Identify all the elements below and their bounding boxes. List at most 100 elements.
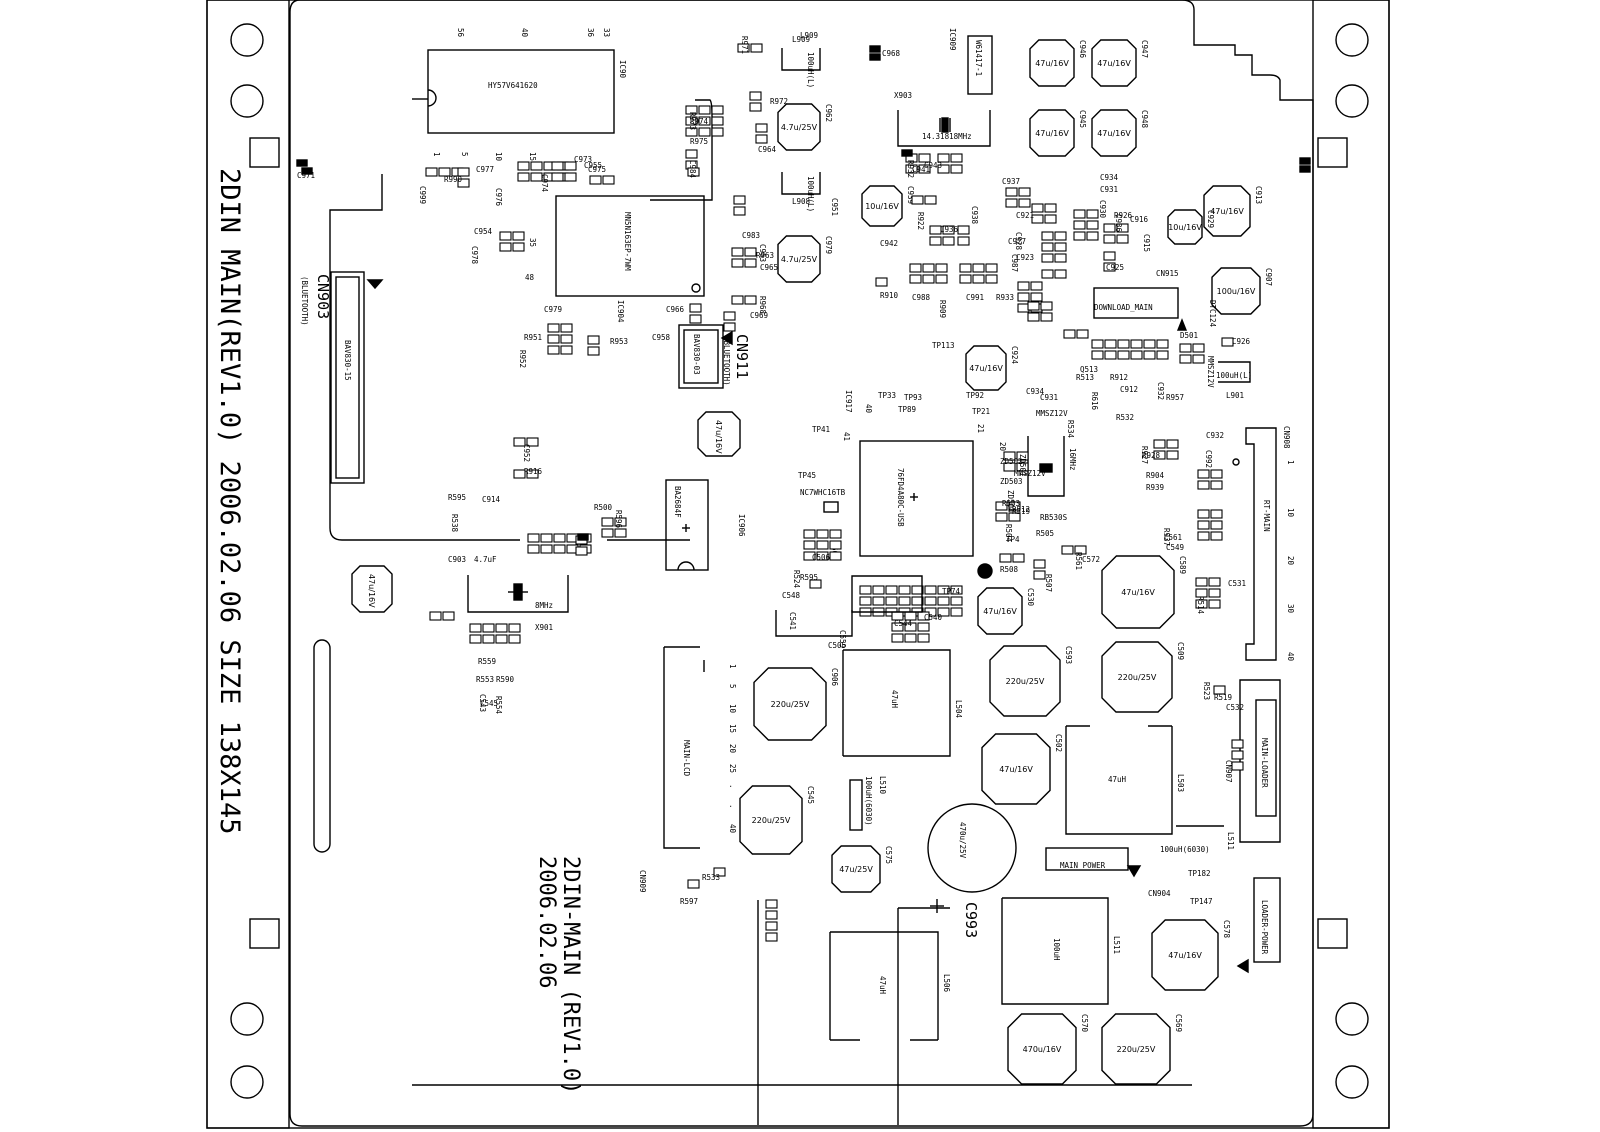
- svg-text:R922: R922: [916, 212, 925, 230]
- svg-text:C593: C593: [1064, 646, 1073, 664]
- svg-text:47uH: 47uH: [890, 690, 899, 709]
- svg-text:CN903: CN903: [314, 274, 332, 319]
- svg-text:R533: R533: [702, 873, 720, 882]
- svg-text:C545: C545: [480, 699, 498, 708]
- svg-text:R972: R972: [770, 97, 788, 106]
- mount-hole: [1335, 84, 1369, 118]
- svg-text:BAV830-15: BAV830-15: [343, 340, 352, 381]
- mount-pad: [1317, 918, 1348, 949]
- svg-text:TP4: TP4: [1006, 535, 1020, 544]
- svg-text:33: 33: [602, 28, 611, 37]
- svg-text:47u/16V: 47u/16V: [1210, 207, 1244, 216]
- svg-text:10: 10: [1286, 508, 1295, 518]
- svg-text:TP21: TP21: [972, 407, 990, 416]
- svg-text:14.31818MHz: 14.31818MHz: [922, 132, 972, 141]
- svg-text:R975: R975: [690, 137, 708, 146]
- svg-text:R503: R503: [1002, 499, 1020, 508]
- svg-text:100uH(L): 100uH(L): [1216, 371, 1252, 380]
- svg-text:L506: L506: [942, 974, 951, 993]
- svg-text:21: 21: [976, 424, 985, 433]
- svg-text:C966: C966: [666, 305, 685, 314]
- svg-text:25: 25: [728, 764, 737, 773]
- svg-text:R597: R597: [680, 897, 698, 906]
- svg-text:C943: C943: [924, 161, 942, 170]
- svg-text:40: 40: [728, 824, 737, 834]
- svg-text:C954: C954: [474, 227, 493, 236]
- connector-cn906: LOADER-POWER: [1236, 877, 1281, 974]
- svg-text:C987: C987: [1010, 254, 1019, 272]
- ic-main: MN5N163EP-7WM IC904 48 35: [525, 195, 705, 323]
- svg-text:R519: R519: [1214, 693, 1232, 702]
- board-outline: [206, 0, 1390, 1129]
- svg-text:(BLUETOOTH): (BLUETOOTH): [300, 276, 309, 326]
- svg-text:40: 40: [864, 404, 873, 414]
- left-rail: [206, 0, 290, 1129]
- svg-text:C991: C991: [966, 293, 984, 302]
- svg-text:DTC124: DTC124: [1208, 300, 1217, 328]
- svg-text:4.7u/25V: 4.7u/25V: [781, 255, 818, 264]
- svg-text:NC7WHC16TB: NC7WHC16TB: [800, 488, 846, 497]
- svg-text:C572: C572: [1082, 555, 1100, 564]
- svg-text:C530: C530: [1026, 588, 1035, 607]
- svg-text:TP182: TP182: [1188, 869, 1211, 878]
- svg-text:TP33: TP33: [878, 391, 896, 400]
- svg-text:C906: C906: [830, 668, 839, 687]
- svg-text:R974: R974: [690, 117, 709, 126]
- svg-text:R904: R904: [1146, 471, 1165, 480]
- svg-text:C973: C973: [574, 155, 592, 164]
- svg-text:MAIN_POWER: MAIN_POWER: [1060, 861, 1106, 870]
- svg-text:100uH(L): 100uH(L): [806, 176, 815, 212]
- silk-title-line1: 2DIN-MAIN (REV1.0): [558, 856, 583, 1094]
- svg-text:C570: C570: [1080, 1014, 1089, 1033]
- svg-text:R596: R596: [614, 510, 623, 529]
- inductor-l503: 47uH L503: [1065, 725, 1185, 835]
- svg-text:R504: R504: [1004, 524, 1013, 543]
- svg-text:C936: C936: [940, 225, 959, 234]
- svg-text:4.7u/25V: 4.7u/25V: [781, 123, 818, 132]
- svg-text:220u/25V: 220u/25V: [771, 700, 810, 709]
- svg-text:CN915: CN915: [1156, 269, 1179, 278]
- svg-text:W61417-1: W61417-1: [974, 40, 983, 76]
- svg-text:ZD504: ZD504: [1006, 490, 1015, 513]
- svg-text:R554: R554: [494, 696, 503, 715]
- svg-text:X903: X903: [894, 91, 912, 100]
- svg-text:C509: C509: [1176, 642, 1185, 660]
- svg-text:C561: C561: [1164, 533, 1182, 542]
- svg-text:R514: R514: [1196, 596, 1205, 615]
- svg-text:TP89: TP89: [898, 405, 916, 414]
- inner-board-outline: [289, 0, 1314, 1127]
- svg-text:10u/16V: 10u/16V: [1168, 223, 1202, 232]
- svg-text:Q513: Q513: [1080, 365, 1098, 374]
- svg-text:C977: C977: [476, 165, 494, 174]
- vertical-board-title: 2DIN MAIN(REV1.0) 2006.02.06 SIZE 138X14…: [214, 168, 245, 834]
- svg-text:ZD501: ZD501: [1018, 454, 1027, 477]
- svg-text:R932: R932: [906, 160, 915, 178]
- svg-text:IC917: IC917: [844, 390, 853, 413]
- svg-text:C502: C502: [1054, 734, 1063, 752]
- inductor-l908: L908 100uH(L): [781, 172, 821, 212]
- svg-text:60: 60: [830, 546, 839, 556]
- svg-text:C549: C549: [1166, 543, 1184, 552]
- svg-text:IC904: IC904: [616, 300, 625, 323]
- capacitor-group: 47u/16VC94647u/16VC94747u/16VC94547u/16V…: [351, 39, 1273, 1085]
- svg-text:R590: R590: [496, 675, 515, 684]
- svg-text:R939: R939: [1146, 483, 1164, 492]
- svg-text:220u/25V: 220u/25V: [1117, 1045, 1156, 1054]
- svg-text:C951: C951: [830, 198, 839, 216]
- svg-text:LOADER-POWER: LOADER-POWER: [1260, 900, 1269, 955]
- svg-text:CN911: CN911: [733, 334, 751, 379]
- svg-text:L909: L909: [792, 35, 810, 44]
- svg-text:40: 40: [1286, 652, 1295, 662]
- svg-text:R534: R534: [1066, 420, 1075, 439]
- svg-text:15: 15: [528, 152, 537, 161]
- svg-text:R513: R513: [1076, 373, 1094, 382]
- svg-text:MAIN-LCD: MAIN-LCD: [682, 740, 691, 777]
- svg-text:C999: C999: [418, 186, 427, 204]
- svg-text:20: 20: [728, 744, 737, 754]
- svg-text:C506: C506: [812, 553, 831, 562]
